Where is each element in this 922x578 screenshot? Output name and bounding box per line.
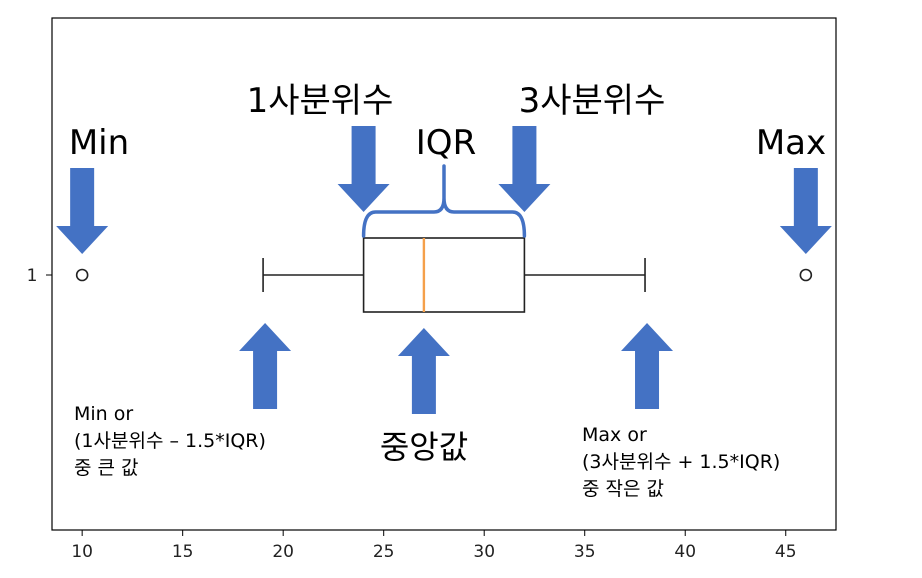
x-tick-label: 45 [775, 542, 797, 562]
plot-frame [51, 17, 837, 531]
iqr-brace [361, 164, 527, 238]
max-arrow-icon [779, 168, 832, 254]
upper-whisker-label-line-1: Max or [582, 424, 647, 446]
lower-whisker-label-line-2: (1사분위수 – 1.5*IQR) [74, 430, 266, 452]
x-tick-label: 40 [674, 542, 696, 562]
upper-whisker-label-line-2: (3사분위수 + 1.5*IQR) [582, 451, 780, 473]
iqr-label: IQR [416, 123, 476, 163]
min-label: Min [69, 123, 129, 163]
x-axis-ticks: 10 15 20 25 30 35 40 45 [71, 530, 797, 562]
upper-whisker-arrow-icon [621, 323, 674, 409]
x-tick-label: 10 [71, 542, 93, 562]
lower-whisker-label-line-3: 중 큰 값 [74, 457, 139, 479]
outlier-point-max [799, 268, 813, 282]
q1-arrow-icon [337, 126, 390, 212]
x-tick-label: 35 [574, 542, 596, 562]
iqr-box [362, 237, 526, 313]
q3-arrow-icon [498, 126, 551, 212]
x-tick-label: 20 [272, 542, 294, 562]
median-label: 중앙값 [380, 428, 468, 466]
outlier-point-min [75, 268, 89, 282]
q3-label: 3사분위수 [519, 81, 666, 121]
min-arrow-icon [56, 168, 109, 254]
x-tick-label: 15 [172, 542, 194, 562]
lower-whisker-label-line-1: Min or [74, 403, 133, 425]
upper-whisker-label-line-3: 중 작은 값 [582, 478, 664, 500]
x-tick-label: 25 [373, 542, 395, 562]
median-arrow-icon [397, 328, 450, 414]
lower-whisker-arrow-icon [239, 323, 292, 409]
y-tick-label: 1 [27, 266, 38, 286]
q1-label: 1사분위수 [247, 81, 394, 121]
max-label: Max [756, 123, 826, 163]
box-plot [75, 237, 813, 313]
x-tick-label: 30 [473, 542, 495, 562]
